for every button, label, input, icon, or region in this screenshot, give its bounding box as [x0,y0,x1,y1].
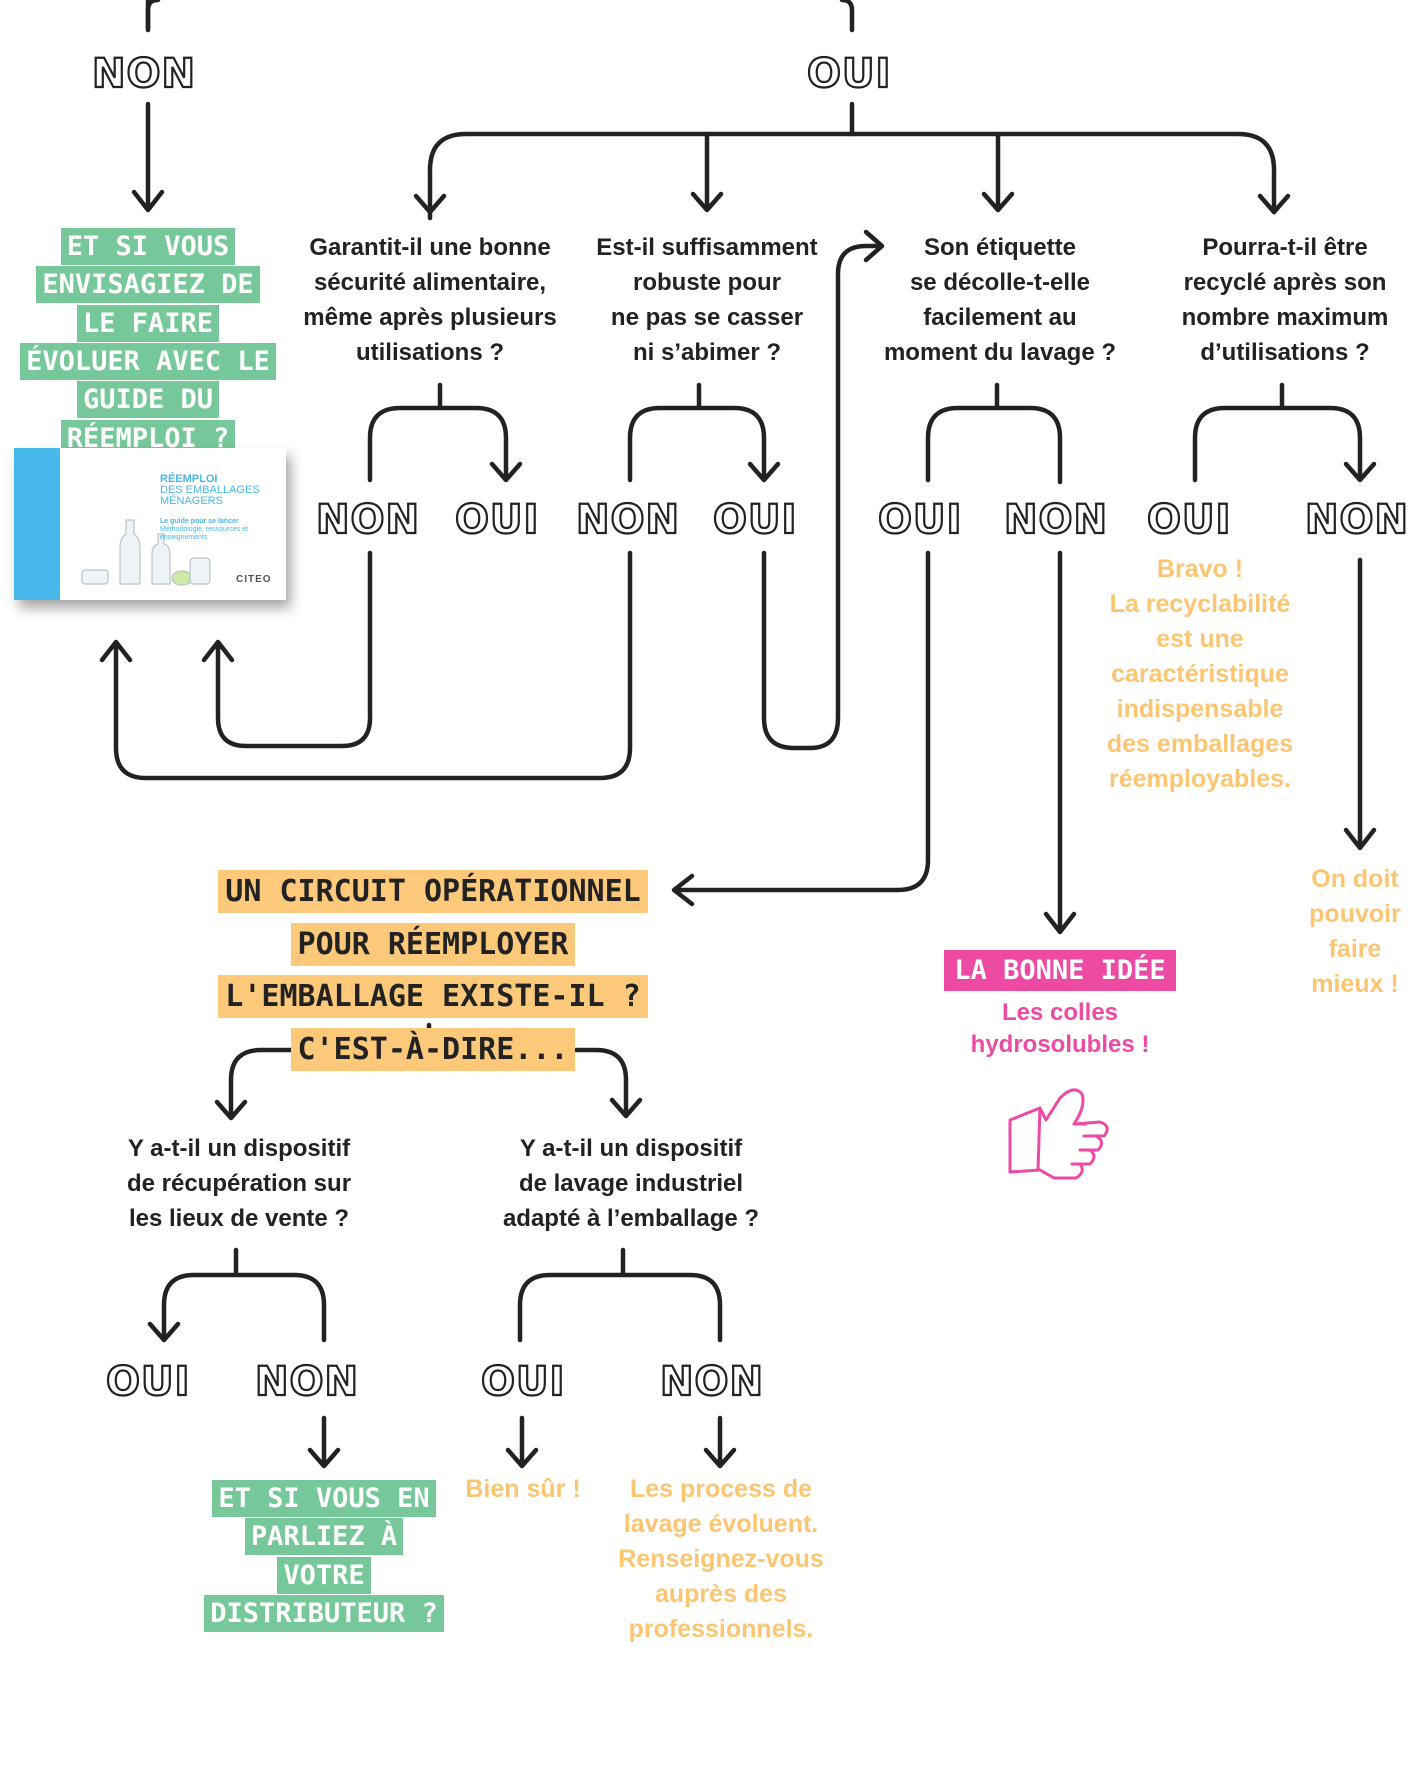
answer-bien-sur: Bien sûr ! [465,1475,581,1503]
bottles-illustration [81,519,211,586]
question-securite: Garantit-il une bonne sécurité alimentai… [303,234,557,366]
answer-mieux: On doit pouvoir faire mieux ! [1309,865,1401,998]
branch-four [427,131,1277,221]
circuit-highlight-text: UN CIRCUIT OPÉRATIONNEL POUR RÉEMPLOYER … [218,870,648,1071]
arrow-etiquette-non [1043,550,1077,935]
label-securite-non: NON [315,497,420,543]
arrow-etiquette [981,131,1015,213]
loop-securite-non [201,550,373,749]
label-securite-oui: OUI [454,497,540,543]
question-recycle: Pourra-t-il être recyclé après son nombr… [1181,234,1389,366]
arrow-recycle [1257,193,1291,215]
label-lavage-non: NON [659,1359,764,1405]
cover-title-bold: RÉEMPLOI [160,473,218,485]
cover-title-rest: DES EMBALLAGES MÉNAGERS [160,484,260,507]
loop-etiquette-oui [671,550,931,907]
label-recuperation-non: NON [254,1359,359,1405]
arrow-non-guide [131,101,165,213]
arrow-recycle-non [1343,557,1377,851]
bonne-idee-tag: LA BONNE IDÉE [944,950,1176,991]
question-robuste: Est-il suffisamment robuste pour ne pas … [596,234,818,366]
arrow-robuste [690,131,724,213]
branch-recuperation [147,1247,327,1343]
arrow-lavage-oui [505,1415,539,1469]
connector [145,0,161,33]
bonne-idee-text: Les colles hydrosolubles ! [970,999,1150,1058]
citeo-logo: CITEO [236,574,272,585]
answer-bravo: Bravo ! La recyclabilité est une caracté… [1106,555,1294,793]
arrow-recuperation-non [307,1415,341,1469]
circuit-highlight: UN CIRCUIT OPÉRATIONNEL POUR RÉEMPLOYER … [200,866,666,1076]
connector [839,0,855,33]
distributeur-highlight-text: ET SI VOUS EN PARLIEZ À VOTRE DISTRIBUTE… [204,1480,444,1632]
branch-securite [367,382,523,483]
label-recycle-oui: OUI [1146,497,1232,543]
question-recuperation: Y a-t-il un dispositif de récupération s… [126,1135,352,1232]
loop-robuste-non [99,550,633,781]
cover-subtitle-line2: Méthodologie, ressources et enseignement… [160,526,248,541]
branch-etiquette [925,382,1063,485]
label-etiquette-oui: OUI [877,497,963,543]
label-robuste-oui: OUI [712,497,798,543]
answer-process: Les process de lavage évoluent. Renseign… [618,1475,824,1643]
cover-band [14,448,60,600]
label-recycle-non: NON [1304,497,1409,543]
arrow-lavage-non [703,1415,737,1469]
cover-subtitle: Le guide pour se lancer Méthodologie, re… [160,518,280,542]
cover-subtitle-line1: Le guide pour se lancer [160,518,239,525]
label-non-top: NON [91,51,196,97]
label-robuste-non: NON [575,497,680,543]
branch-recycle [1192,382,1377,483]
distributeur-highlight: ET SI VOUS EN PARLIEZ À VOTRE DISTRIBUTE… [204,1480,444,1633]
branch-robuste [627,382,781,483]
guide-highlight: ET SI VOUS ENVISAGIEZ DE LE FAIRE ÉVOLUE… [20,228,276,458]
question-etiquette: Son étiquette se décolle-t-elle facileme… [883,234,1117,366]
question-lavage: Y a-t-il un dispositif de lavage industr… [502,1135,760,1232]
label-oui-top: OUI [806,51,892,97]
cover-title: RÉEMPLOI DES EMBALLAGES MÉNAGERS [160,474,280,507]
label-recuperation-oui: OUI [105,1359,191,1405]
guide-highlight-text: ET SI VOUS ENVISAGIEZ DE LE FAIRE ÉVOLUE… [20,228,276,457]
label-lavage-oui: OUI [480,1359,566,1405]
label-etiquette-non: NON [1003,497,1108,543]
arrow-securite [413,193,447,215]
loop-robuste-oui [761,229,885,751]
guide-cover-image: RÉEMPLOI DES EMBALLAGES MÉNAGERS Le guid… [14,448,286,600]
branch-lavage [517,1247,723,1343]
bonne-idee-box: LA BONNE IDÉE Les colles hydrosolubles ! [940,950,1180,1061]
thumbs-up-icon [1008,1088,1109,1180]
